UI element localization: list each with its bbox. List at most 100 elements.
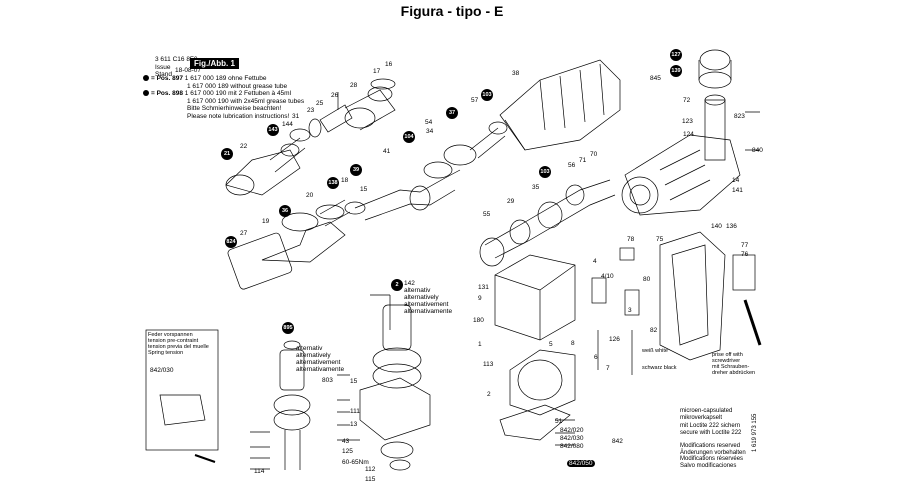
- pos898-line2: 1 617 000 190 with 2x45ml grease tubes: [187, 97, 305, 105]
- pos-notes: = Pos. 897 1 617 000 189 ohne Fettube 1 …: [143, 75, 304, 120]
- alt-text: alternativamente: [404, 308, 453, 315]
- header-block: 3 611 C16 8F0 Issue Stand 18-08-07: [155, 56, 201, 79]
- part-label: 15: [350, 378, 358, 385]
- spring-box-text: Feder vorspannen tension pre-contraint t…: [148, 332, 209, 356]
- part-bubble: 2: [391, 279, 403, 291]
- alt-text: alternativamente: [296, 366, 345, 373]
- part-bubble: 103: [539, 166, 551, 178]
- part-label: 8: [571, 340, 575, 347]
- part-label: 25: [316, 100, 324, 107]
- part-label: 20: [306, 192, 314, 199]
- part-label: 842: [612, 438, 623, 445]
- cylinder-block: [499, 59, 621, 151]
- part-bubble: 138: [327, 177, 339, 189]
- part-label: 16: [385, 61, 393, 68]
- part-label: 845: [650, 75, 661, 82]
- part-label: 124: [683, 131, 694, 138]
- part-bubble: 139: [670, 65, 682, 77]
- part-label-boxed: 842/050: [567, 460, 595, 467]
- part-label: 18: [341, 177, 349, 184]
- part-bubble: 36: [279, 205, 291, 217]
- part-label: 41: [383, 148, 391, 155]
- legend-text: Modifications reserved: [680, 443, 741, 449]
- part-label: 842/080: [560, 443, 584, 450]
- issue-label: Issue: [155, 63, 171, 71]
- spring-text: Feder vorspannen: [148, 332, 193, 338]
- part-label: 72: [683, 97, 691, 104]
- part-label: 4: [593, 258, 597, 265]
- pos898-label: = Pos. 898: [151, 90, 183, 97]
- electronics-housing: [494, 254, 576, 441]
- part-label: 142: [404, 280, 415, 287]
- part-label: 144: [282, 121, 293, 128]
- alt-text: alternativement: [404, 301, 449, 308]
- part-bubble: 824: [225, 236, 237, 248]
- pos897-line1: 1 617 000 189 ohne Fettube: [184, 75, 267, 82]
- torque-label: 60-65Nm: [342, 459, 369, 466]
- part-label: 6: [594, 354, 598, 361]
- tool-holder-assembly: [225, 78, 396, 196]
- part-label: 26: [331, 92, 339, 99]
- part-label: 31: [292, 113, 300, 120]
- issue-date: 18-08-07: [175, 67, 202, 75]
- side-code: 1 619 973 155: [752, 413, 758, 452]
- part-label: 78: [627, 236, 635, 243]
- part-label: 111: [350, 408, 360, 415]
- spring-text: tension previa del muelle: [148, 344, 209, 350]
- part-label: 57: [471, 97, 479, 104]
- part-label: 9: [478, 295, 482, 302]
- spring-text: tension pre-contraint: [148, 338, 199, 344]
- pos897-line2: 1 617 000 189 without grease tube: [187, 82, 288, 90]
- part-label: 54: [425, 119, 433, 126]
- part-label: 34: [426, 128, 434, 135]
- part-label: 125: [342, 448, 353, 455]
- part-label: 842/020: [560, 427, 584, 434]
- alt-text: alternativ: [296, 345, 323, 352]
- part-label: 1: [478, 341, 482, 348]
- part-label: 141: [732, 187, 743, 194]
- part-bubble: 895: [282, 322, 294, 334]
- spring-text: Spring tension: [148, 350, 184, 356]
- page-title: Figura - tipo - E: [400, 3, 504, 19]
- part-label: 51: [555, 418, 563, 425]
- part-bubble: 143: [267, 124, 279, 136]
- part-label: 70: [590, 151, 598, 158]
- part-label: 123: [682, 118, 693, 125]
- pos897-label: = Pos. 897: [151, 75, 183, 82]
- part-label: 131: [478, 284, 489, 291]
- part-label: 82: [650, 327, 658, 334]
- part-label: 43: [342, 438, 350, 445]
- part-label: 28: [350, 82, 358, 89]
- wire-label-black: schwarz black: [642, 365, 677, 371]
- part-label: 15: [360, 186, 368, 193]
- handle: [659, 231, 762, 361]
- bullet-icon: [143, 75, 149, 82]
- part-label: 29: [507, 198, 515, 205]
- legend-text: secure with Loctite 222: [680, 429, 742, 436]
- part-label: 823: [734, 113, 745, 120]
- part-label: 140: [711, 223, 722, 230]
- part-label: 23: [307, 107, 315, 114]
- alt-text: alternativement: [296, 359, 341, 366]
- legend-text: mikroverkapselt: [680, 414, 723, 421]
- alt-text: alternatively: [404, 294, 439, 301]
- switch-parts: [591, 247, 640, 375]
- part-label: 55: [483, 211, 491, 218]
- legend-text: Salvo modificaciones: [680, 462, 737, 469]
- prise-text: prise off with: [712, 352, 743, 358]
- note-en: Please note lubrication instructions!: [187, 112, 290, 120]
- part-label: 114: [254, 468, 265, 475]
- part-label: 22: [240, 143, 248, 150]
- part-label: 13: [350, 421, 358, 428]
- part-label: 112: [365, 466, 376, 473]
- part-label: 77: [741, 242, 749, 249]
- prise-text: dreher abdrücken: [712, 370, 756, 376]
- note-de: Bitte Schmierhinweise beachten!: [187, 105, 282, 112]
- part-label: 842/030: [560, 435, 584, 442]
- legend-loctite: mit Loctite 222 sichern secure with Loct…: [680, 423, 741, 436]
- alt-text: alternativ: [404, 287, 431, 294]
- part-number: 3 611 C16 8F0: [155, 56, 198, 63]
- part-label: 75: [656, 236, 664, 243]
- legend-micro: microen-capsulated mikroverkapselt: [680, 408, 732, 421]
- part-label: 4/10: [601, 273, 614, 280]
